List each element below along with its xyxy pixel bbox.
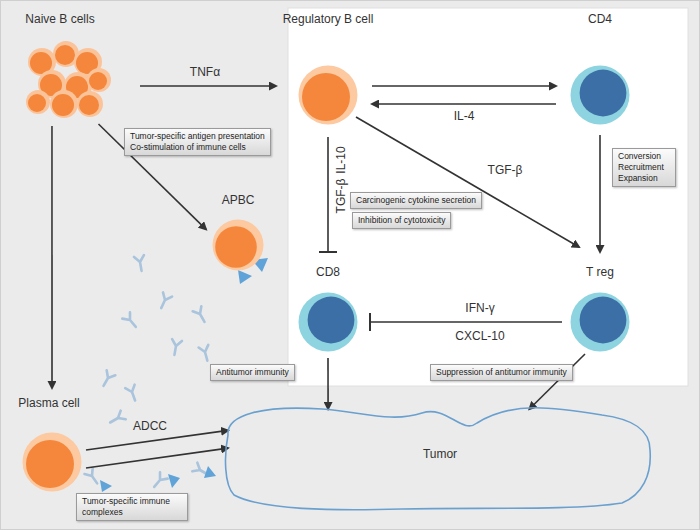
edge-label: TNFα	[190, 65, 220, 79]
node-label: Suppression of antitumor immunity	[436, 367, 567, 378]
inhibition-connector	[370, 313, 562, 331]
arrow-connector	[372, 86, 556, 87]
cytokine-label: CXCL-10	[455, 329, 504, 343]
node-label: Naive B cells	[25, 12, 94, 26]
arrow-connector	[86, 430, 228, 450]
b-cell-cluster	[22, 40, 112, 120]
arrow-connector	[140, 86, 276, 87]
tumor-outline: Tumor	[222, 395, 655, 513]
edge-label: TGF-β	[488, 163, 523, 177]
arrow-connector	[600, 135, 601, 252]
cell-shape	[212, 219, 264, 271]
arrow-connector	[86, 448, 228, 468]
node-label: Conversion Recruitment Expansion	[618, 151, 670, 184]
node-label: Carcinogenic cytokine secretion	[356, 195, 476, 206]
edge-label: ADCC	[133, 419, 167, 433]
node-label: Tumor-specific antigen presentation	[130, 131, 265, 142]
cell-shape	[570, 292, 630, 352]
node-label: CD8	[316, 265, 340, 279]
cell-shape	[298, 292, 358, 352]
regulatory-panel	[288, 8, 688, 386]
cd8-t-cell: CD8	[298, 292, 358, 352]
node-label: Tumor	[423, 447, 457, 461]
annotation-box: Antitumor immunity	[210, 364, 295, 381]
annotation-box: Inhibition of cytotoxicity	[352, 212, 451, 229]
cell-shape	[570, 65, 630, 125]
node-label: Co-stimulation of immune cells	[130, 142, 265, 153]
arrow-connector	[328, 358, 329, 409]
cd4-t-cell: CD4	[570, 65, 630, 125]
annotation-box: Carcinogenic cytokine secretion	[350, 192, 482, 209]
node-label: Plasma cell	[18, 396, 79, 410]
antibody-symbols	[84, 255, 212, 490]
cytokine-label: TGF-β	[334, 179, 348, 214]
annotation-box: Suppression of antitumor immunity	[430, 364, 573, 381]
treg-cell: T reg	[570, 292, 630, 352]
annotation-box: Tumor-specific antigen presentationCo-st…	[124, 128, 271, 156]
edge-label: IFN-γ	[465, 301, 494, 315]
node-label: CD4	[588, 12, 612, 26]
edge-label: IL-4	[454, 109, 475, 123]
inhibition-bar	[319, 251, 337, 253]
cell-shape	[298, 65, 358, 125]
node-label: Tumor-specific immune complexes	[82, 496, 182, 518]
cell-shape	[22, 432, 82, 492]
regulatory-b-cell: Regulatory B cell	[298, 65, 358, 125]
apbc-cell: APBC	[212, 219, 264, 271]
naive-b-cell-cluster: Naive B cells	[22, 40, 112, 120]
annotation-box: Conversion Recruitment Expansion	[612, 148, 676, 187]
inhibition-bar	[369, 313, 371, 331]
arrow-connector	[51, 126, 52, 388]
plasma-cell: Plasma cell	[22, 432, 82, 492]
node-label: T reg	[586, 265, 614, 279]
node-label: APBC	[222, 193, 255, 207]
annotation-box: Tumor-specific immune complexes	[76, 493, 188, 521]
arrow-connector	[372, 104, 556, 105]
edge-label: IL-10	[334, 146, 348, 173]
node-label: Regulatory B cell	[283, 12, 374, 26]
arrow-connector	[529, 354, 585, 409]
node-label: Antitumor immunity	[216, 367, 289, 378]
node-label: Inhibition of cytotoxicity	[358, 215, 445, 226]
